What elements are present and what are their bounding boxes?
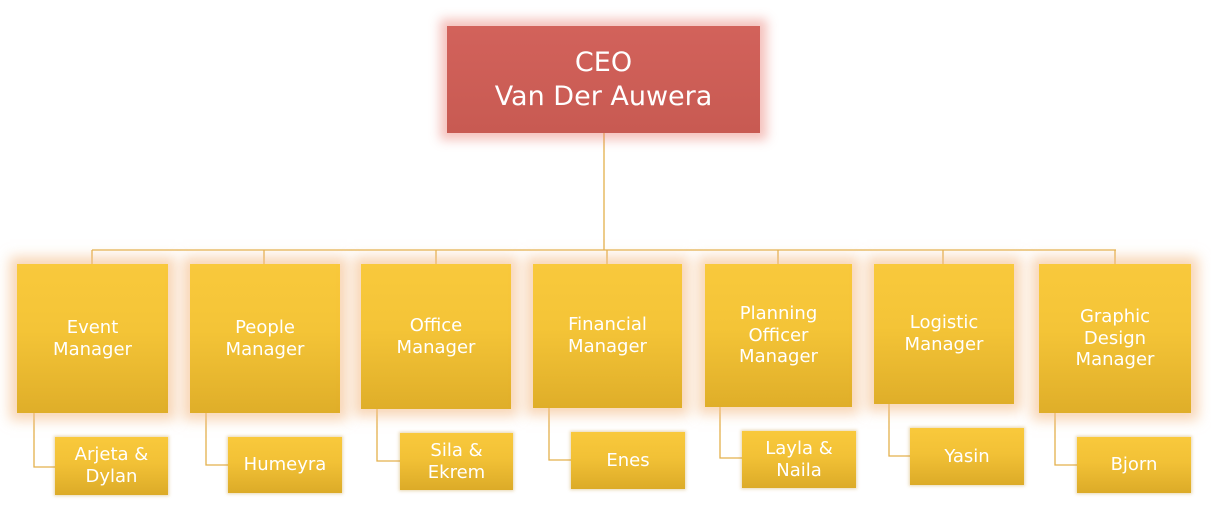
manager-box-people: People Manager xyxy=(190,264,340,413)
manager-label-line: Manager xyxy=(396,336,476,358)
manager-label-line: Manager xyxy=(1075,349,1155,371)
person-box-people: Humeyra xyxy=(228,437,342,493)
ceo-box: CEO Van Der Auwera xyxy=(447,26,760,133)
person-box-financial: Enes xyxy=(571,432,685,489)
elbow-financial xyxy=(548,408,571,461)
person-box-graphic: Bjorn xyxy=(1077,437,1191,493)
elbow-office xyxy=(376,409,400,462)
person-label-line: Bjorn xyxy=(1110,454,1158,476)
manager-box-financial: Financial Manager xyxy=(533,264,682,408)
person-label-line: Yasin xyxy=(944,445,990,467)
manager-label-line: Manager xyxy=(225,338,305,360)
ceo-name: Van Der Auwera xyxy=(494,80,713,112)
person-label-line: Naila xyxy=(776,459,822,481)
manager-box-graphic: Graphic Design Manager xyxy=(1039,264,1191,413)
person-box-event: Arjeta & Dylan xyxy=(55,437,168,495)
manager-label-line: Event xyxy=(66,316,119,338)
manager-label-line: Logistic xyxy=(909,312,979,334)
manager-box-planning: Planning Officer Manager xyxy=(705,264,852,407)
person-label-line: Ekrem xyxy=(427,461,486,483)
person-box-logistic: Yasin xyxy=(910,428,1024,485)
person-box-office: Sila & Ekrem xyxy=(400,433,513,490)
manager-box-office: Office Manager xyxy=(361,264,511,409)
manager-label-line: Graphic xyxy=(1079,306,1151,328)
person-label-line: Dylan xyxy=(85,466,138,487)
manager-label-line: Officer xyxy=(748,324,809,346)
elbow-graphic xyxy=(1054,413,1077,466)
person-label-line: Sila & xyxy=(430,439,483,461)
manager-label-line: Design xyxy=(1083,327,1147,349)
elbow-people xyxy=(205,413,228,466)
manager-label-line: Manager xyxy=(739,346,818,368)
person-label-line: Arjeta & xyxy=(74,444,149,466)
manager-label-line: Planning xyxy=(739,303,818,325)
elbow-logistic xyxy=(888,404,910,457)
elbow-planning xyxy=(719,407,742,459)
manager-label-line: Manager xyxy=(53,338,132,360)
manager-label-line: People xyxy=(235,316,295,338)
manager-label-line: Office xyxy=(409,314,463,336)
ceo-title: CEO xyxy=(574,46,633,78)
manager-label-line: Manager xyxy=(568,336,647,357)
person-box-planning: Layla & Naila xyxy=(742,431,856,488)
manager-box-event: Event Manager xyxy=(17,264,168,413)
manager-box-logistic: Logistic Manager xyxy=(874,264,1014,404)
elbow-event xyxy=(33,413,55,468)
manager-label-line: Financial xyxy=(568,314,647,336)
person-label-line: Enes xyxy=(606,449,650,471)
person-label-line: Layla & xyxy=(765,437,833,459)
person-label-line: Humeyra xyxy=(243,454,327,476)
manager-label-line: Manager xyxy=(904,334,984,355)
